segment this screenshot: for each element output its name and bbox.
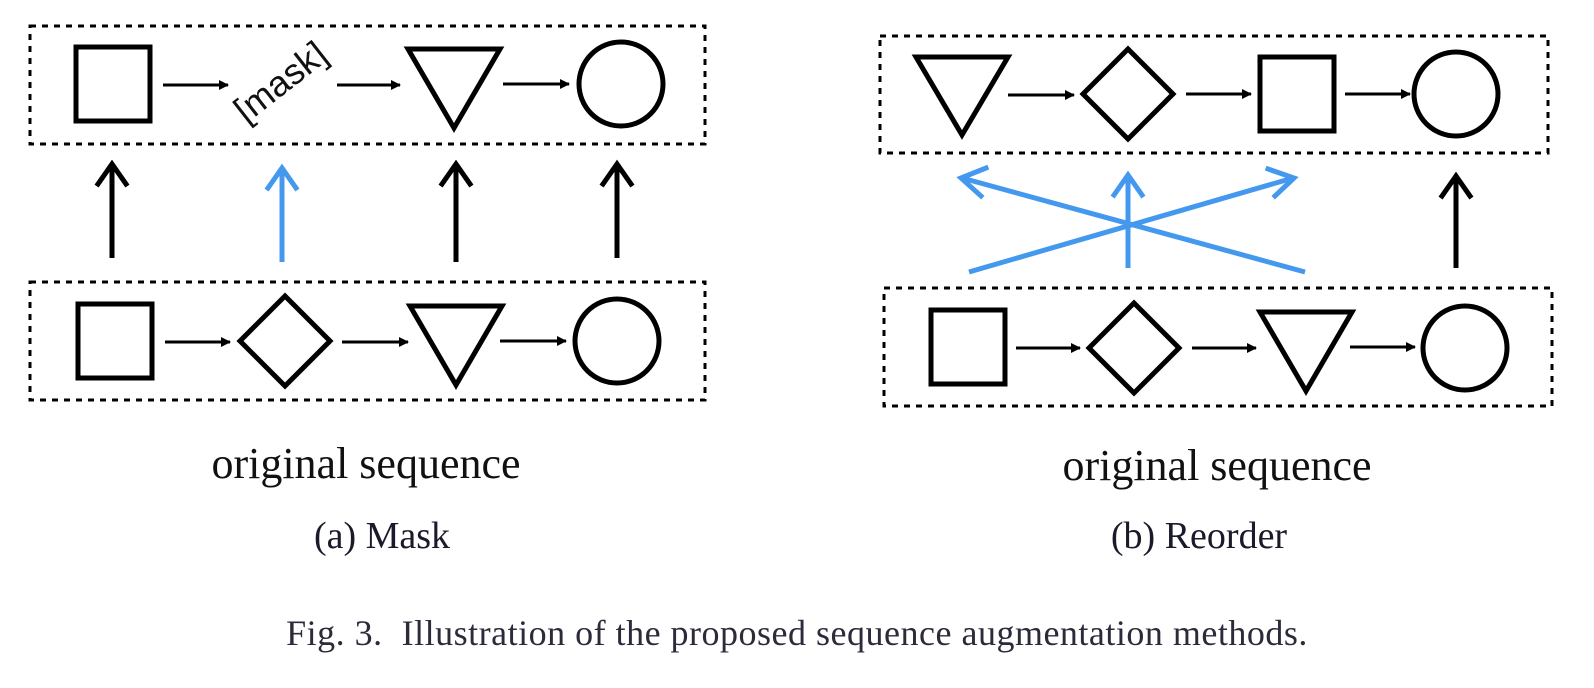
mask-token: [mask] [226,33,335,131]
triangle-shape [1255,309,1357,396]
panel-caption: (b) Reorder [1111,515,1288,557]
triangle-shape [911,54,1013,140]
square-shape [928,307,1008,387]
mask-up-arrow [264,163,300,262]
up-arrow [599,159,635,258]
original-sequence-box [28,280,707,402]
circle-shape [576,39,666,129]
square-shape [1257,54,1337,134]
up-arrow [94,159,130,258]
square-shape [75,301,155,381]
reorder-arrow [968,165,1299,275]
diamond-shape [1085,299,1183,397]
diamond-shape [1079,45,1177,143]
reorder-arrow [1110,170,1146,268]
original-sequence-label: original sequence [211,439,520,488]
circle-shape [572,296,662,386]
square-shape [73,44,153,124]
original-sequence-box [882,286,1554,408]
panel-mask: [mask] original sequence [28,24,707,557]
triangle-shape [403,46,505,133]
circle-shape [1411,49,1501,139]
masked-sequence-box [28,24,707,146]
panel-reorder: original sequence (b) Reorder [878,34,1554,557]
triangle-shape [405,303,507,390]
up-arrow [1438,171,1474,268]
circle-shape [1420,303,1510,393]
panel-caption: (a) Mask [314,515,450,557]
original-sequence-label: original sequence [1062,441,1371,490]
diamond-shape [236,292,334,390]
figure-caption: Fig. 3. Illustration of the proposed seq… [286,613,1308,653]
up-arrow [438,159,474,262]
reordered-sequence-box [878,34,1550,155]
